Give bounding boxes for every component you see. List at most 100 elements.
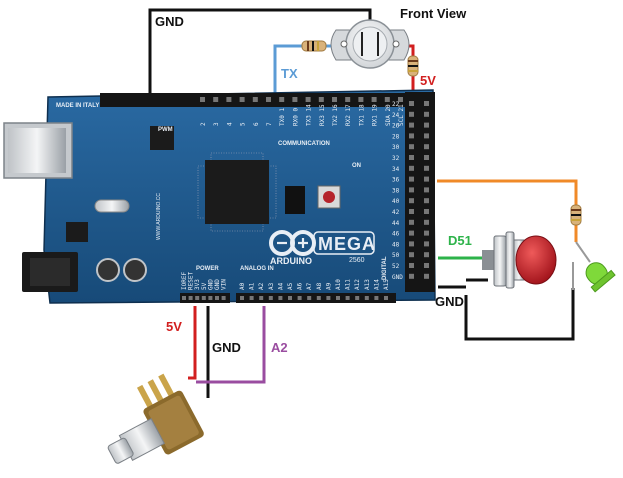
right-header-pin bbox=[424, 144, 429, 150]
right-header-pin bbox=[424, 230, 429, 236]
right-header-pin bbox=[424, 241, 429, 247]
right-header-pin bbox=[409, 187, 414, 193]
label-gnd-right: GND bbox=[435, 294, 464, 309]
top-pin-label: 5 bbox=[240, 122, 247, 126]
on-label: ON bbox=[352, 163, 361, 169]
top-pin-label: TX1 18 bbox=[358, 104, 365, 126]
right-header-pin bbox=[409, 198, 414, 204]
power-header-pin bbox=[188, 296, 193, 300]
sensor-front-view bbox=[330, 19, 410, 69]
top-pin-label: 3 bbox=[213, 122, 220, 126]
label-tx: TX bbox=[281, 66, 298, 81]
right-header-pin bbox=[409, 252, 414, 258]
top-header-pin bbox=[398, 97, 403, 102]
top-pin-label: 2 bbox=[200, 122, 207, 126]
top-header-pin bbox=[292, 97, 298, 102]
top-header-pin bbox=[305, 97, 311, 102]
main-chip bbox=[197, 152, 277, 232]
website-label: WWW.ARDUINO.CC bbox=[156, 193, 162, 240]
label-front-view: Front View bbox=[400, 6, 467, 21]
regulator bbox=[66, 222, 88, 242]
analog-header-pin bbox=[240, 296, 244, 300]
right-header-pin bbox=[424, 165, 429, 171]
top-header-pin bbox=[345, 97, 351, 102]
top-pin-label: 7 bbox=[266, 122, 273, 126]
right-header-pin bbox=[424, 198, 429, 204]
v5-bottom-wire bbox=[188, 306, 197, 380]
right-header-pin bbox=[409, 122, 414, 128]
analog-header-pin bbox=[316, 296, 321, 300]
right-header-pin bbox=[424, 111, 429, 117]
right-header-pin bbox=[409, 263, 414, 268]
top-header-pin bbox=[318, 97, 324, 102]
red-pushbutton bbox=[482, 231, 557, 289]
right-pin-label-even: 36 bbox=[392, 177, 400, 184]
right-header-pin bbox=[409, 176, 414, 182]
power-pin-label: VIN bbox=[221, 279, 228, 290]
analog-pin-label: A5 bbox=[287, 282, 294, 290]
power-pin-label: GND bbox=[207, 279, 214, 290]
analog-header-pin bbox=[336, 296, 340, 300]
top-header-pin bbox=[371, 97, 377, 102]
right-header-pin bbox=[424, 176, 429, 182]
top-header-pin bbox=[239, 97, 245, 102]
right-pin-label-even: 52 bbox=[392, 263, 400, 270]
analog-header-pin bbox=[326, 296, 331, 300]
right-pin-label-even: 42 bbox=[392, 209, 400, 216]
right-header-pin bbox=[424, 133, 429, 139]
analog-pin-label: A14 bbox=[373, 279, 380, 290]
top-pin-label: RX1 19 bbox=[372, 104, 379, 126]
label-gnd-top: GND bbox=[155, 14, 184, 29]
board-model-number: 2560 bbox=[349, 257, 365, 264]
reset-button bbox=[317, 185, 341, 209]
right-pin-label-even: 46 bbox=[392, 231, 400, 238]
right-pin-label-even: 48 bbox=[392, 241, 400, 248]
top-pin-label: SCL 21 bbox=[398, 104, 405, 126]
analog-pin-label: A11 bbox=[345, 279, 352, 290]
right-pin-label-even: GND bbox=[392, 274, 403, 281]
top-header-pin bbox=[200, 97, 205, 102]
analog-pin-label: A1 bbox=[249, 282, 256, 290]
arduino-logo bbox=[269, 230, 316, 256]
green-led bbox=[572, 241, 616, 293]
analog-header-pin bbox=[259, 296, 264, 300]
right-pin-label-even: 30 bbox=[392, 144, 400, 151]
top-header-pin bbox=[266, 97, 271, 102]
label-d51: D51 bbox=[448, 233, 472, 248]
analog-pin-label: A15 bbox=[383, 279, 390, 290]
right-header-pin bbox=[409, 273, 414, 279]
power-header-pin bbox=[208, 296, 213, 300]
right-pin-label-even: 22 bbox=[392, 101, 400, 108]
made-in-text: MADE IN ITALY bbox=[56, 103, 99, 109]
right-header-pin bbox=[424, 155, 429, 160]
red-wire-resistor bbox=[407, 55, 419, 77]
power-pin-label: RESET bbox=[188, 272, 195, 290]
crystal bbox=[94, 199, 130, 213]
right-pin-label-even: 44 bbox=[392, 220, 400, 227]
tx-resistor bbox=[301, 40, 327, 52]
right-header-pin bbox=[424, 263, 429, 268]
top-pin-label: RX0 0 bbox=[292, 108, 299, 126]
analog-pin-label: A4 bbox=[277, 282, 284, 290]
right-header-pin bbox=[409, 101, 414, 106]
analog-pin-label: A13 bbox=[364, 279, 371, 290]
power-pin-label: GND bbox=[214, 279, 221, 290]
top-header-pin bbox=[358, 97, 364, 102]
right-pin-label-even: 28 bbox=[392, 133, 400, 140]
analog-in-label: ANALOG IN bbox=[240, 266, 274, 272]
right-header-pin bbox=[424, 273, 429, 279]
analog-header-pin bbox=[384, 296, 388, 300]
top-header-pin bbox=[279, 97, 285, 102]
right-pin-label-even: 50 bbox=[392, 252, 400, 259]
top-pin-label: TX3 14 bbox=[306, 104, 313, 126]
analog-pin-label: A2 bbox=[258, 282, 265, 290]
right-header-pin bbox=[409, 209, 414, 214]
analog-header-pin bbox=[374, 296, 379, 300]
top-header-pin bbox=[252, 97, 258, 102]
right-header-pin bbox=[409, 155, 414, 160]
right-pin-label-even: 34 bbox=[392, 166, 400, 173]
orange-wire bbox=[437, 179, 578, 205]
analog-header-pin bbox=[364, 296, 369, 300]
power-header-pin bbox=[221, 296, 226, 300]
